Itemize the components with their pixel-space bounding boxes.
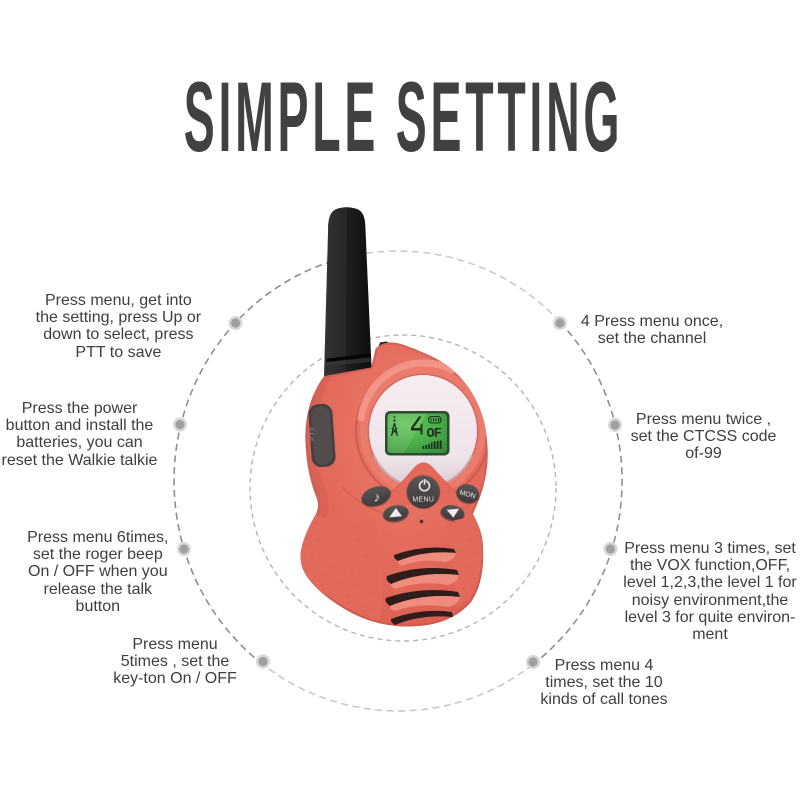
svg-text:MON: MON [459,489,477,500]
svg-text:♪: ♪ [374,490,381,505]
svg-text:MENU: MENU [412,497,434,504]
svg-text:PTT: PTT [309,426,317,441]
svg-text:OF: OF [427,427,442,442]
